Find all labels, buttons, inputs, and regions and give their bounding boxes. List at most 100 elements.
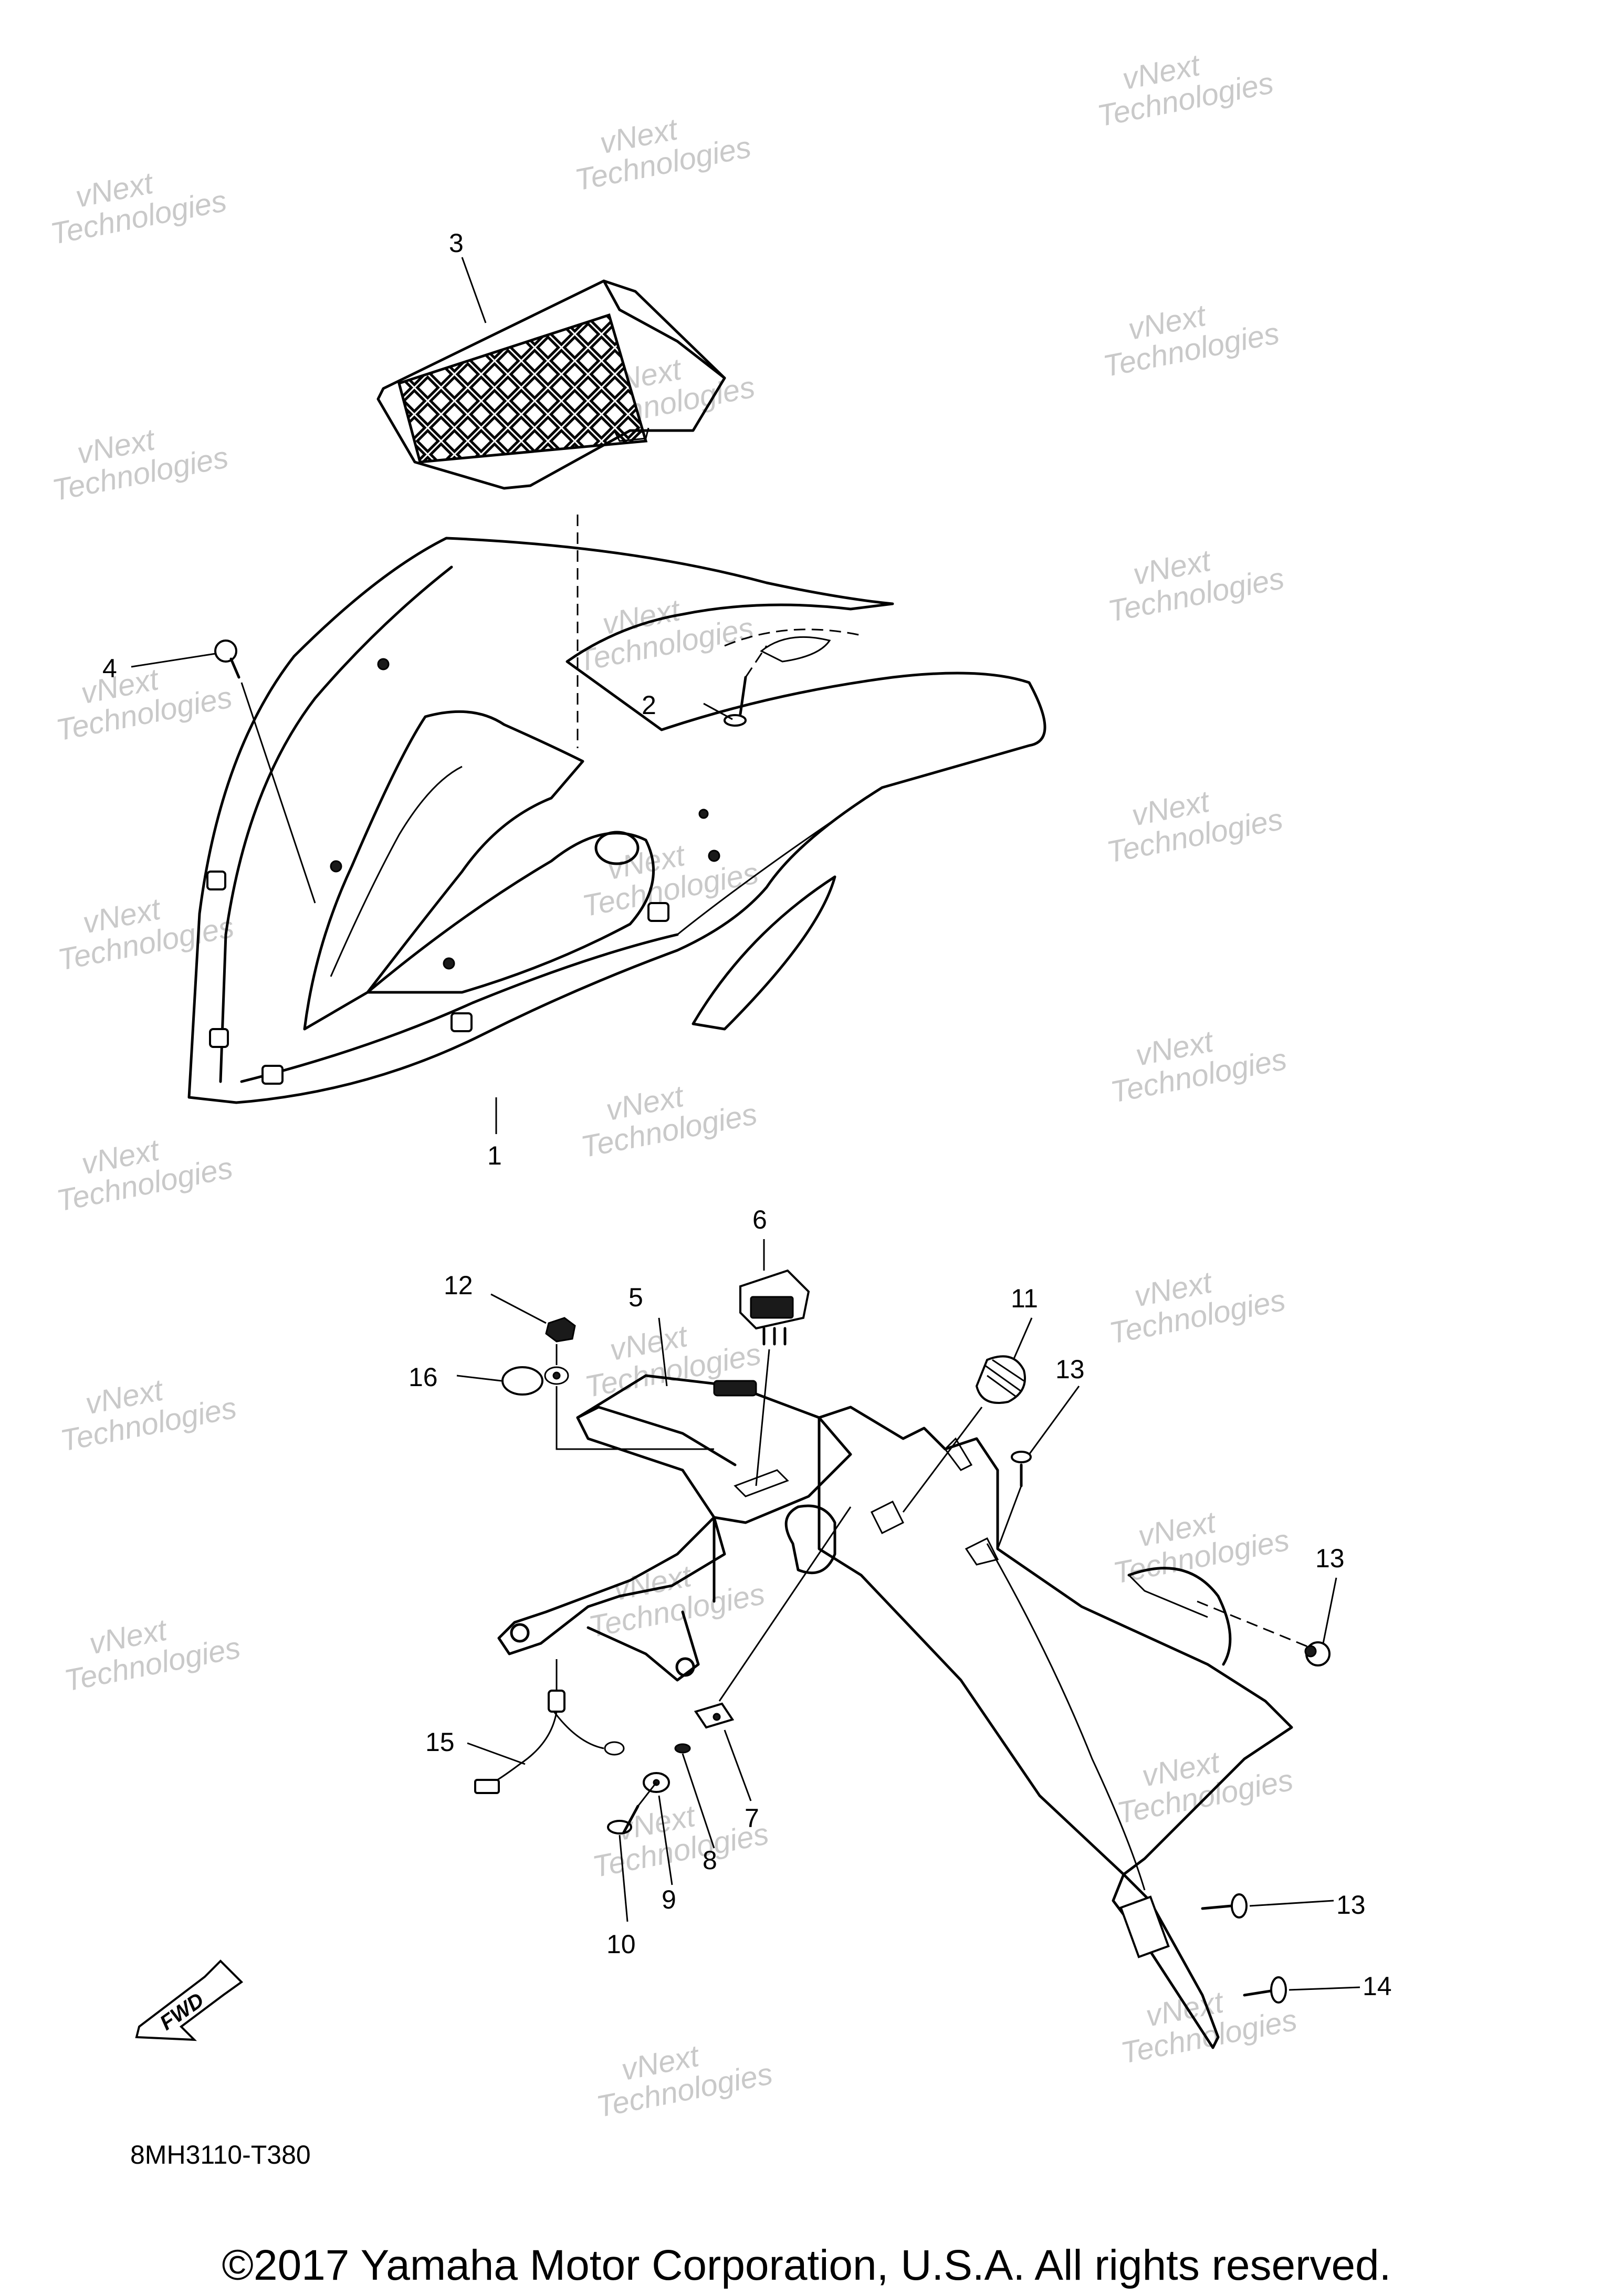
callouts: 3 1 2 4 6 5 11 13 12 16 13 15 7 8 9 10 1… [102,228,1392,2001]
callout-15: 15 [425,1727,455,1757]
bracket-arm-lower [586,1610,700,1682]
callout-11: 11 [1011,1284,1038,1313]
part-6-switch [739,1269,810,1486]
bracket-rubber-pad [713,1380,757,1397]
fender-tab-1 [870,1500,905,1535]
cowl-side-panel [677,787,883,936]
windshield-ridge [330,766,463,977]
headlight-housing [366,832,655,994]
fender-center-line [986,1543,1146,1891]
fender-tab-2 [965,1537,999,1566]
cowl-inner-edge [219,565,453,1083]
callout-3: 3 [449,228,464,258]
bracket-top-plate [576,1374,852,1524]
fender-socket [784,1504,836,1575]
callout-4: 4 [102,654,117,683]
part-7-clamp [694,1506,852,1729]
callout-14: 14 [1363,1972,1392,2001]
cowl-clip-3 [261,1065,284,1085]
part-1-front-cowl [187,537,1046,1104]
bracket-slot [734,1469,789,1497]
part-13-nut-b [1304,1641,1331,1666]
cowl-hole-5 [698,809,709,819]
cowl-hole-4 [708,850,720,862]
leader-lines [131,257,1360,1991]
intake-cover-rim [602,279,726,380]
part-8-washer [674,1743,691,1754]
part-14-screw [1243,1976,1287,2004]
part-5-bracket [497,1374,852,1682]
cowl-side-fin [692,875,836,1031]
diagram-code: 8MH3110-T380 [130,2140,311,2169]
cowl-mount-boss [760,636,831,663]
callout-16: 16 [409,1362,438,1392]
part-3-intake-cover [376,279,726,490]
callout-12: 12 [444,1271,473,1300]
part-13-screw-a [997,1451,1032,1549]
fwd-arrow-icon: FWD [135,1959,244,2041]
license-bracket-plate [1119,1895,1170,1958]
fender-flap [1127,1567,1232,1666]
callout-13-b: 13 [1315,1544,1345,1573]
fender-dash-13 [1197,1600,1313,1650]
part-11-reflector [902,1355,1026,1513]
callout-13-a: 13 [1055,1355,1085,1384]
fender-upper [818,1406,1293,1876]
cowl-hole-2 [330,860,342,873]
cowl-hole-1 [377,658,390,670]
cowl-outline [187,537,1046,1104]
bracket-hole-left [510,1623,530,1643]
part-10-bolt [607,1782,657,1834]
cowl-bottom-lip [240,933,679,1083]
bracket-arm [497,1516,726,1655]
intake-cover-mesh [397,313,648,464]
fender-flap-edge [1128,1574,1208,1618]
cowl-clip-2 [451,1012,473,1032]
cowl-hole-3 [443,957,455,970]
cowl-clip-5 [206,871,226,890]
bracket-hole-right [675,1657,695,1677]
intake-cover-tab [613,427,650,442]
callout-10: 10 [606,1930,636,1959]
cowl-clip-1 [647,902,669,922]
part-13-screw-c [1201,1893,1248,1918]
intake-cover-body [376,279,726,490]
part-12-nut [545,1317,576,1365]
callout-9: 9 [662,1885,676,1914]
callout-2: 2 [642,690,656,720]
cowl-clip-4 [209,1028,229,1048]
part-15-lead-wire [474,1659,625,1794]
part-4-bolt [214,639,316,904]
copyright-notice: ©2017 Yamaha Motor Corporation, U.S.A. A… [222,2241,1391,2289]
mirror-mount-hole [594,831,640,865]
part-2-screw [724,645,768,727]
windshield-outline [303,710,584,1031]
fender-mount [944,1437,973,1471]
callout-13-c: 13 [1336,1890,1366,1920]
callout-5: 5 [629,1283,643,1312]
part-16-grommet [501,1366,714,1450]
callout-1: 1 [487,1141,502,1170]
callout-6: 6 [752,1205,767,1234]
